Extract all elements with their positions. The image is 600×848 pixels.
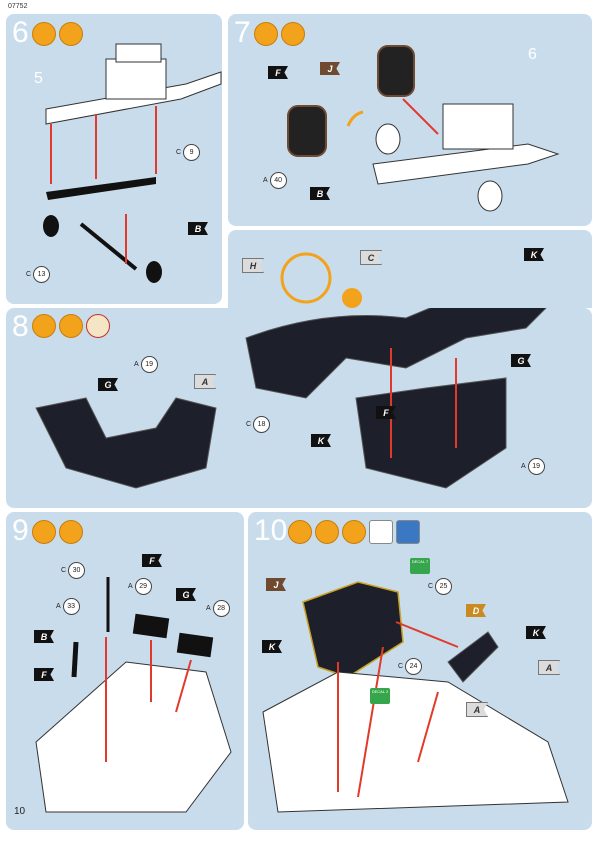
tool-icons (254, 22, 305, 46)
glue-icon (32, 520, 56, 544)
paint-flag-g: G (176, 588, 196, 601)
decal-7: DECAL 7 (410, 558, 430, 574)
paint-flag-a: A (538, 660, 560, 675)
part-ref-5: 5 (34, 70, 43, 87)
glue-icon (32, 314, 56, 338)
paint-flag-c: C (360, 250, 382, 265)
glue-icon (32, 22, 56, 46)
paint-flag-f: F (376, 406, 396, 419)
page-number: 10 (14, 806, 26, 817)
part-ref-6: 6 (528, 46, 537, 63)
tool-icons (32, 314, 110, 338)
step-8-upper-region: H C K (228, 230, 592, 308)
paint-flag-j: J (266, 578, 286, 591)
brush-icon (342, 520, 366, 544)
decal-2: DECAL 2 (370, 688, 390, 704)
step-9-illustration (35, 577, 232, 813)
step-number: 7 (234, 16, 251, 49)
step-number: 9 (12, 514, 29, 547)
paint-brush-icon (59, 520, 83, 544)
paint-flag-f: F (34, 668, 54, 681)
paint-flag-f: F (268, 66, 288, 79)
paint-flag-j: J (320, 62, 340, 75)
paint-flag-f: F (142, 554, 162, 567)
paint-flag-b: B (188, 222, 208, 235)
glue-icon (254, 22, 278, 46)
paint-brush-icon (315, 520, 339, 544)
decal-icon (369, 520, 393, 544)
paint-brush-icon (281, 22, 305, 46)
clock-icon (86, 314, 110, 338)
step-6-illustration (43, 43, 222, 283)
paint-flag-k: K (311, 434, 331, 447)
paint-flag-b: B (310, 187, 330, 200)
water-bottle-icon (396, 520, 420, 544)
paint-flag-k: K (526, 626, 546, 639)
doc-code: 07752 (8, 3, 28, 10)
paint-flag-k: K (524, 248, 544, 261)
paint-flag-g: G (511, 354, 531, 367)
tool-icons (32, 520, 83, 544)
tool-icons (288, 520, 420, 544)
paint-flag-b: B (34, 630, 54, 643)
paint-brush-icon (59, 22, 83, 46)
detail-zoom (280, 252, 362, 308)
glue-icon (288, 520, 312, 544)
step-10-illustration (262, 581, 569, 813)
paint-flag-d: D (466, 604, 486, 617)
paint-flag-k: K (262, 640, 282, 653)
paint-flag-g: G (98, 378, 118, 391)
paint-brush-icon (59, 314, 83, 338)
step-number: 6 (12, 16, 29, 49)
step-8-illustration (35, 308, 547, 489)
step-number: 10 (254, 514, 288, 547)
step-number: 8 (12, 310, 29, 343)
tool-icons (32, 22, 83, 46)
step-7-illustration (287, 45, 560, 212)
